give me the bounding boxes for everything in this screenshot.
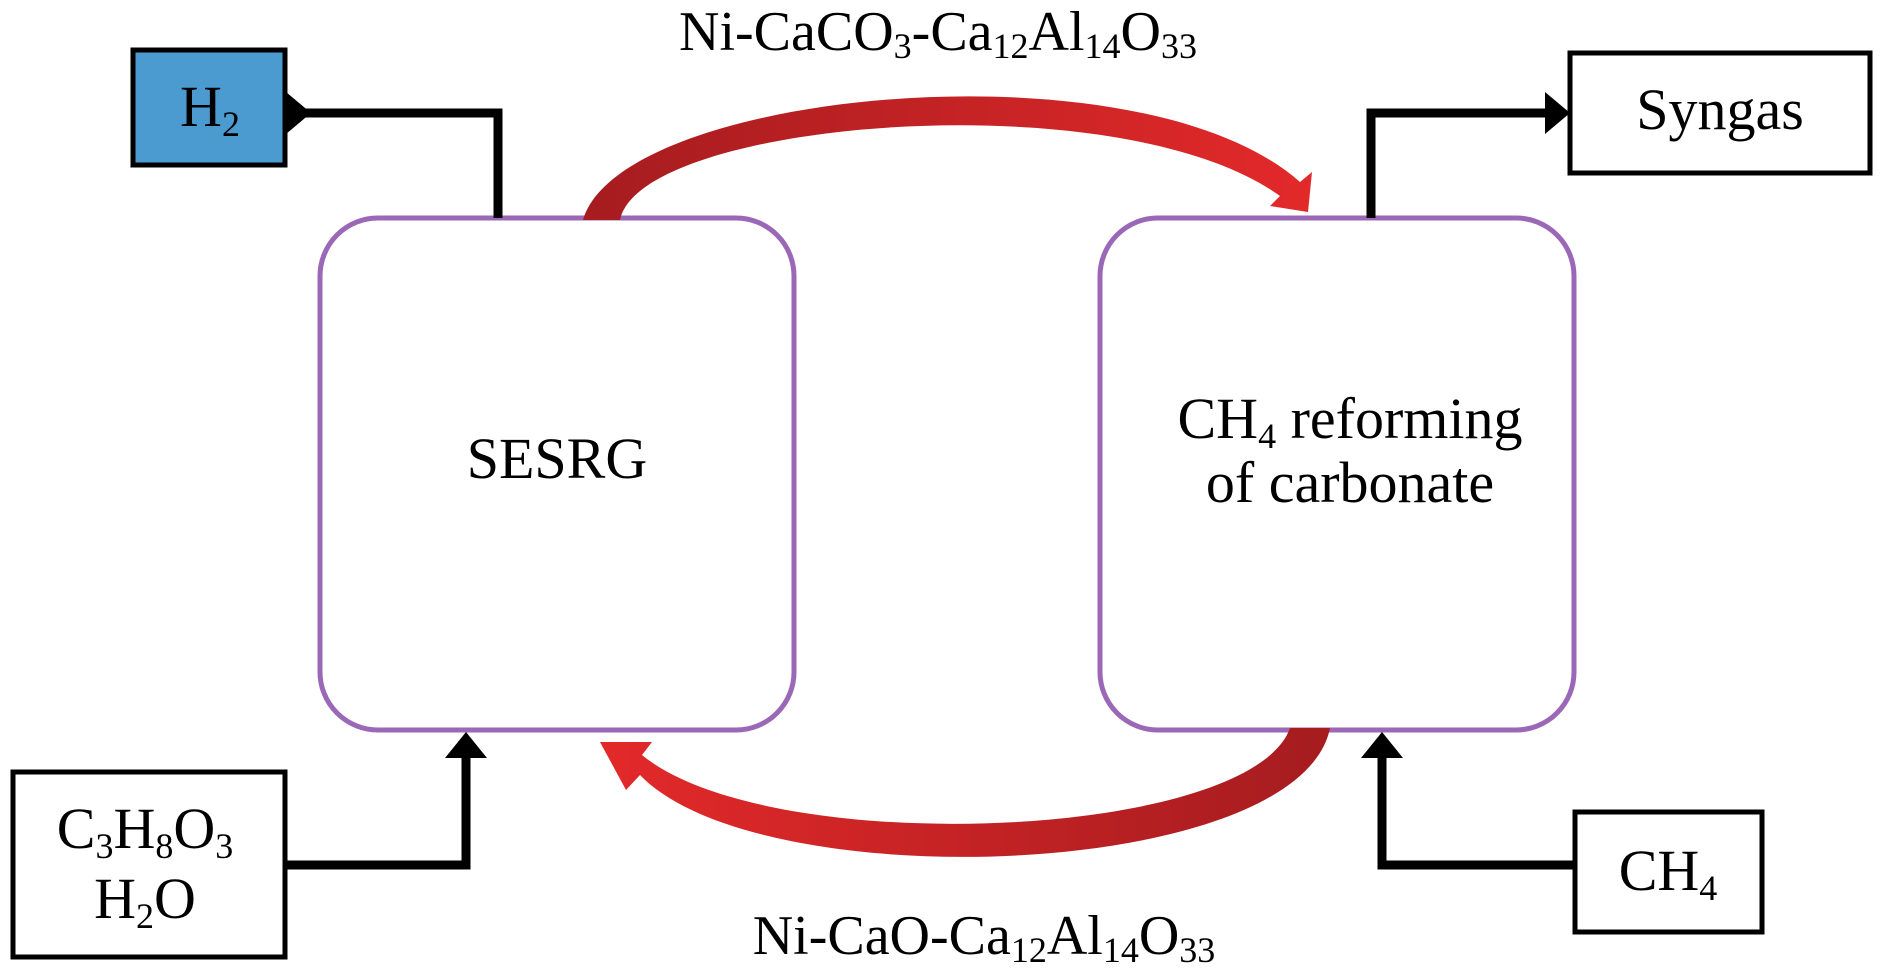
glycerol-inlet-line <box>285 755 471 870</box>
ch4-feed-box <box>1572 809 1765 935</box>
ch4-feed-label: CH4 <box>1619 838 1718 908</box>
top-transfer-arrow <box>583 96 1312 220</box>
glycerol-label: C3H8O3 <box>57 796 233 866</box>
ch4-inlet-line <box>1377 755 1575 870</box>
arrow-right-icon <box>286 92 311 134</box>
curved-arrow-icon <box>600 728 1330 857</box>
bottom-flow-label: Ni-CaO-Ca12Al14O33 <box>753 905 1216 969</box>
of-carbonate-label: of carbonate <box>1206 450 1494 515</box>
arrow-up-icon <box>445 732 487 758</box>
syngas-label: Syngas <box>1636 77 1804 142</box>
ch4-reforming-label: CH4 reforming <box>1178 386 1523 456</box>
sesrg-label: SESRG <box>467 426 648 491</box>
ch4-reforming-reactor <box>1097 215 1577 733</box>
sesrg-reactor <box>317 215 797 733</box>
curved-arrow-icon <box>583 96 1312 220</box>
bottom-transfer-arrow <box>600 728 1330 857</box>
arrow-up-icon <box>1361 732 1403 758</box>
water-label: H2O <box>94 866 196 936</box>
h2-outlet-line <box>302 108 503 218</box>
h2-product-box <box>130 47 288 168</box>
h2-label: H2 <box>180 74 240 144</box>
arrow-right-icon <box>1545 92 1570 134</box>
top-flow-label: Ni-CaCO3-Ca12Al14O33 <box>679 1 1197 66</box>
syngas-outlet-line <box>1366 108 1550 218</box>
